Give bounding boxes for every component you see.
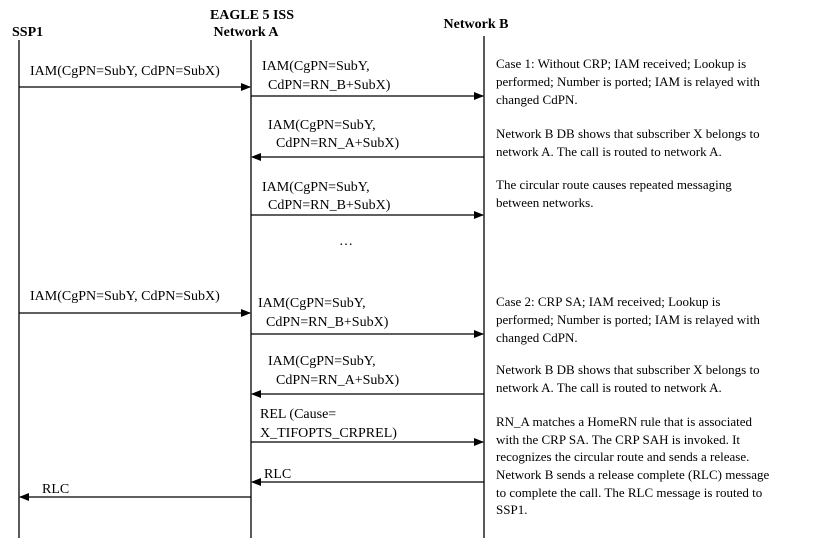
rlc-b-label: RLC	[264, 467, 291, 482]
case1-msg2-label-2: CdPN=RN_B+SubX)	[268, 78, 391, 93]
rlc-a-label: RLC	[42, 482, 69, 497]
case2-note3-line2: with the CRP SA. The CRP SAH is invoked.…	[496, 432, 740, 447]
case2-msg3-label-1: IAM(CgPN=SubY,	[268, 354, 376, 369]
case2-note3-line6: SSP1.	[496, 502, 527, 517]
case1-msg4-label-2: CdPN=RN_B+SubX)	[268, 198, 391, 213]
case1-msg3-label-1: IAM(CgPN=SubY,	[268, 118, 376, 133]
ellipsis: …	[339, 234, 353, 249]
case2-msg1-label: IAM(CgPN=SubY, CdPN=SubX)	[30, 289, 220, 304]
case1-msg2-label-1: IAM(CgPN=SubY,	[262, 59, 370, 74]
case2-note1-line3: changed CdPN.	[496, 330, 578, 345]
case1-note3-line2: between networks.	[496, 195, 593, 210]
rel-label-1: REL (Cause=	[260, 407, 336, 422]
case2-note3-line4: Network B sends a release complete (RLC)…	[496, 467, 770, 482]
case2-note2-line2: network A. The call is routed to network…	[496, 380, 722, 395]
case2-note1-line1: Case 2: CRP SA; IAM received; Lookup is	[496, 294, 720, 309]
eagle-header: EAGLE 5 ISS	[210, 8, 294, 23]
case1-note2-line1: Network B DB shows that subscriber X bel…	[496, 126, 760, 141]
case1-msg4-label-1: IAM(CgPN=SubY,	[262, 180, 370, 195]
case1-msg3-label-2: CdPN=RN_A+SubX)	[276, 136, 399, 151]
case2-msg3-label-2: CdPN=RN_A+SubX)	[276, 373, 399, 388]
case2-msg2-label-1: IAM(CgPN=SubY,	[258, 296, 366, 311]
case1-note1-line1: Case 1: Without CRP; IAM received; Looku…	[496, 56, 746, 71]
case1-note3-line1: The circular route causes repeated messa…	[496, 177, 732, 192]
case1-note2-line2: network A. The call is routed to network…	[496, 144, 722, 159]
case2-note3-line5: to complete the call. The RLC message is…	[496, 485, 762, 500]
case1-msg1-label: IAM(CgPN=SubY, CdPN=SubX)	[30, 64, 220, 79]
case1-note1-line2: performed; Number is ported; IAM is rela…	[496, 74, 760, 89]
rel-label-2: X_TIFOPTS_CRPREL)	[260, 426, 397, 441]
case2-note1-line2: performed; Number is ported; IAM is rela…	[496, 312, 760, 327]
case2-note3-line3: recognizes the circular route and sends …	[496, 449, 749, 464]
ssp1-header: SSP1	[12, 25, 43, 40]
case2-msg2-label-2: CdPN=RN_B+SubX)	[266, 315, 389, 330]
case2-note2-line1: Network B DB shows that subscriber X bel…	[496, 362, 760, 377]
network-b-header: Network B	[444, 17, 509, 32]
case2-note3-line1: RN_A matches a HomeRN rule that is assoc…	[496, 414, 752, 429]
network-a-header: Network A	[214, 25, 280, 40]
case1-note1-line3: changed CdPN.	[496, 92, 578, 107]
